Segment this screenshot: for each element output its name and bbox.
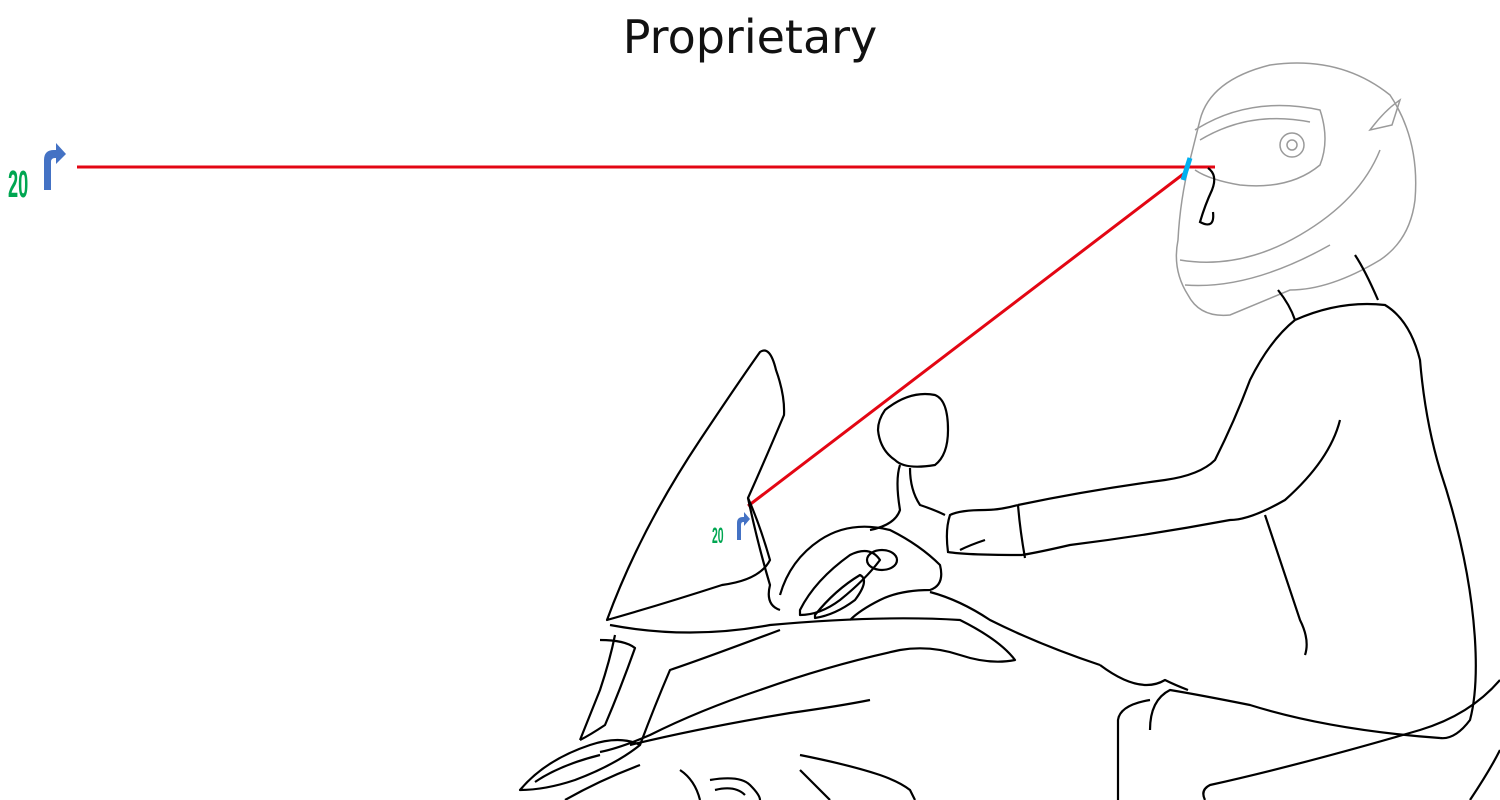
- rider: [945, 167, 1500, 800]
- windshield-display: 20: [712, 512, 750, 548]
- windshield-speed-text: 20: [712, 522, 724, 548]
- helmet: [1175, 62, 1417, 317]
- motorcycle: [518, 349, 1189, 800]
- diagram-title: Proprietary: [622, 10, 878, 64]
- visor-display: [1180, 157, 1193, 181]
- windshield-sight-line: [747, 170, 1187, 508]
- far-virtual-display: 20: [8, 143, 66, 206]
- far-speed-text: 20: [8, 164, 28, 206]
- windshield-turn-right-arrow-icon: [737, 512, 750, 540]
- far-turn-right-arrow-icon: [44, 143, 66, 190]
